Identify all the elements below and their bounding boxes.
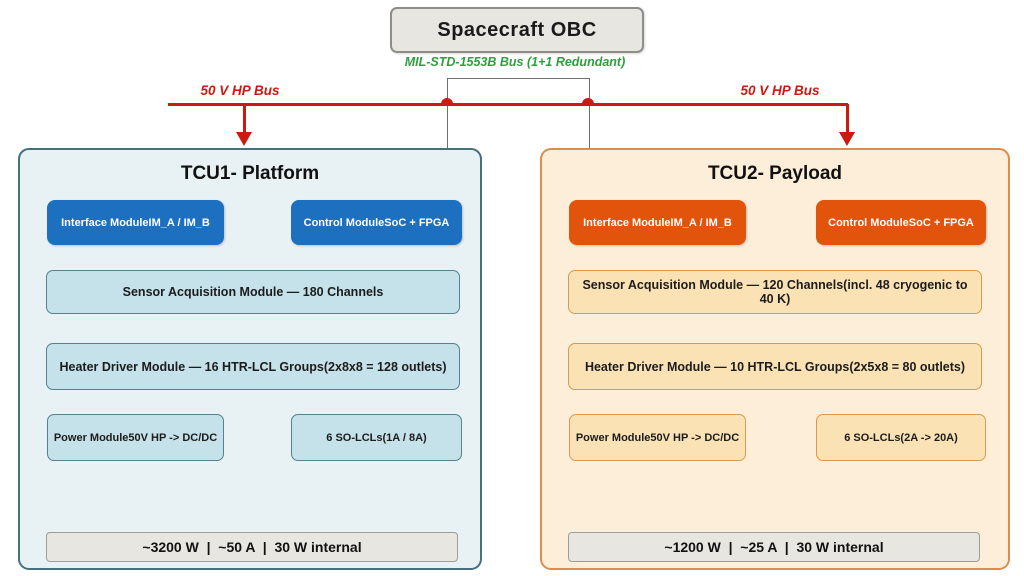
hp-bus-arrow-tcu2-icon	[839, 132, 855, 146]
hp-bus-label-right: 50 V HP Bus	[740, 83, 820, 98]
tcu2-power-summary: ~1200 W | ~25 A | 30 W internal	[568, 532, 980, 562]
tcu1-so-lcl-module: 6 SO-LCLs(1A / 8A)	[291, 414, 462, 461]
tcu1-interface-module: Interface ModuleIM_A / IM_B	[47, 200, 224, 245]
tcu2-control-module: Control ModuleSoC + FPGA	[816, 200, 986, 245]
mil-std-1553-bus-lines	[447, 78, 590, 149]
tcu2-heater-driver-module: Heater Driver Module — 10 HTR-LCL Groups…	[568, 343, 982, 390]
tcu2-power-module: Power Module50V HP -> DC/DC	[569, 414, 746, 461]
tcu2-so-lcl-module: 6 SO-LCLs(2A -> 20A)	[816, 414, 986, 461]
hp-bus-line-hop-right	[582, 98, 594, 104]
hp-bus-label-left: 50 V HP Bus	[200, 83, 280, 98]
hp-bus-drop-tcu2	[846, 104, 849, 133]
tcu1-panel: TCU1- Platform Interface ModuleIM_A / IM…	[18, 148, 482, 570]
tcu2-panel: TCU2- Payload Interface ModuleIM_A / IM_…	[540, 148, 1010, 570]
tcu1-heater-driver-module: Heater Driver Module — 16 HTR-LCL Groups…	[46, 343, 460, 390]
tcu2-interface-module: Interface ModuleIM_A / IM_B	[569, 200, 746, 245]
obc-label: Spacecraft OBC	[437, 18, 597, 41]
tcu2-title: TCU2- Payload	[707, 163, 843, 184]
hp-bus-arrow-tcu1-icon	[236, 132, 252, 146]
obc-node: Spacecraft OBC	[390, 7, 644, 53]
tcu2-sensor-acquisition-module: Sensor Acquisition Module — 120 Channels…	[568, 270, 982, 314]
tcu1-power-summary: ~3200 W | ~50 A | 30 W internal	[46, 532, 458, 562]
tcu1-sensor-acquisition-module: Sensor Acquisition Module — 180 Channels	[46, 270, 460, 314]
hp-bus-drop-tcu1	[243, 104, 246, 133]
tcu1-power-module: Power Module50V HP -> DC/DC	[47, 414, 224, 461]
hp-bus-line-hop-left	[441, 98, 453, 104]
tcu1-control-module: Control ModuleSoC + FPGA	[291, 200, 462, 245]
tcu1-title: TCU1- Platform	[180, 163, 320, 184]
mil-std-1553-bus-label: MIL-STD-1553B Bus (1+1 Redundant)	[404, 55, 626, 69]
hp-bus-line	[168, 103, 848, 106]
